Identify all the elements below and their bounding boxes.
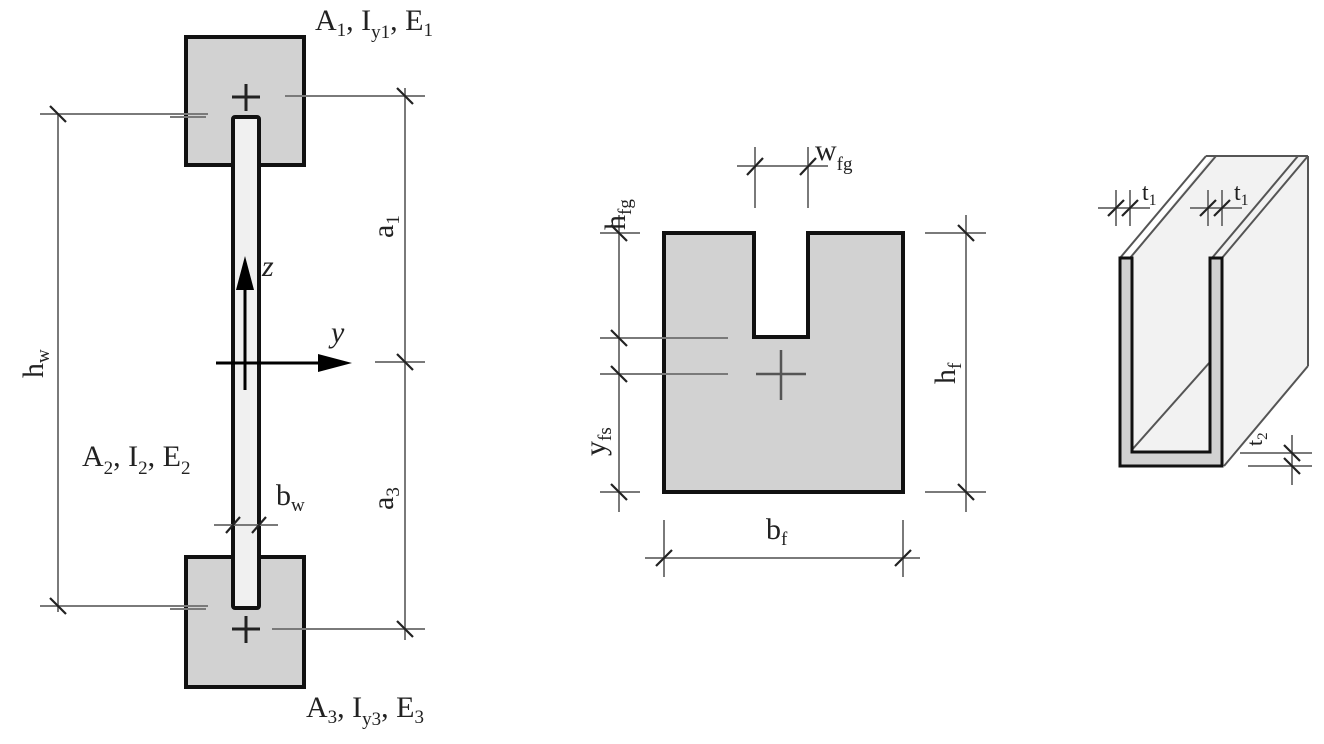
u-channel-section — [1118, 256, 1224, 468]
hf-dimension — [925, 215, 986, 512]
t2-dimension — [1240, 435, 1312, 485]
bf-dimension — [645, 520, 920, 577]
z-axis-label: z — [261, 250, 274, 283]
a-dimension — [272, 87, 425, 640]
z-axis-arrow-icon — [236, 256, 254, 390]
t2-label: t2 — [1242, 432, 1271, 446]
a1-label: a1 — [367, 215, 404, 238]
hf-label: hf — [929, 362, 966, 384]
y-axis-label: y — [328, 316, 345, 349]
hw-label: hw — [17, 349, 54, 378]
grooved-flange-shape — [662, 231, 905, 494]
y-axis-arrow-icon — [216, 354, 352, 372]
centroid-bottom-icon — [232, 616, 260, 643]
centroid-top-icon — [232, 84, 260, 111]
t1-right-label: t1 — [1234, 180, 1249, 209]
panel-grooved-flange: wfg hfg yfs hf — [579, 134, 986, 577]
hfg-label: hfg — [599, 199, 636, 230]
bw-dimension — [214, 516, 278, 534]
wfg-dimension — [737, 147, 828, 208]
bottom-flange-properties: A3, Iy3, E3 — [306, 691, 424, 730]
bw-label: bw — [276, 479, 305, 516]
left-dimension-chain — [600, 215, 728, 512]
panel-i-section: hw a1 a3 z y — [17, 4, 433, 730]
t1-left-label: t1 — [1142, 180, 1157, 209]
t1-left-dimension — [1098, 190, 1150, 226]
wfg-label: wfg — [815, 134, 853, 175]
web-properties: A2, I2, E2 — [82, 440, 191, 479]
t1-right-dimension — [1190, 190, 1242, 226]
centroid-flange-icon — [756, 350, 806, 400]
a3-label: a3 — [367, 487, 404, 510]
hw-dimension — [40, 105, 208, 615]
panel-u-channel: t1 t1 t2 — [1098, 155, 1312, 485]
bf-label: bf — [766, 513, 788, 550]
yfs-label: yfs — [579, 427, 616, 456]
top-flange-properties: A1, Iy1, E1 — [315, 4, 433, 43]
